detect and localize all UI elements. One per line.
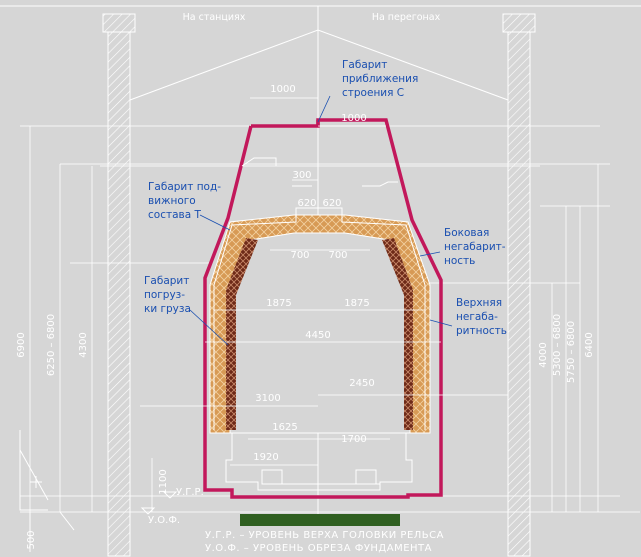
svg-text:приближения: приближения: [342, 73, 418, 85]
dim-6250-6800: 6250 – 6800: [46, 314, 57, 376]
level-ugr: У.Г.Р.: [176, 487, 204, 498]
dim-1700: 1700: [341, 434, 366, 445]
dim-1000-left: 1000: [270, 84, 295, 95]
svg-text:вижного: вижного: [148, 195, 196, 207]
dim-500: 500: [26, 530, 37, 549]
svg-text:состава Т: состава Т: [148, 209, 201, 221]
envelope-c: [203, 118, 443, 499]
dim-1875-left: 1875: [266, 298, 291, 309]
note-gabarit-load: Габарит погруз- ки груза: [144, 275, 191, 315]
bogie: [225, 433, 413, 491]
vertical-dimension-lines: [29, 126, 599, 512]
platform-edges: [241, 157, 398, 187]
dim-1625: 1625: [272, 422, 297, 433]
horizontal-dims: [140, 97, 508, 466]
foundation-strip: [240, 514, 400, 526]
dim-4000: 4000: [538, 342, 549, 367]
dim-4450: 4450: [305, 330, 330, 341]
note-top-excess: Верхняя негаба- ритность: [456, 297, 507, 337]
dim-1920: 1920: [253, 452, 278, 463]
dim-1100: 1100: [158, 469, 169, 494]
svg-text:строения С: строения С: [342, 87, 404, 99]
level-markers: [140, 491, 178, 515]
dim-620-left: 620: [297, 198, 316, 209]
svg-text:ритность: ритность: [456, 325, 507, 337]
note-leaders: [189, 95, 453, 346]
svg-text:Габарит: Габарит: [342, 59, 387, 71]
note-gabarit-c: Габарит приближения строения С: [342, 59, 418, 99]
note-side-excess: Боковая негабарит- ность: [444, 227, 506, 267]
svg-text:ки груза: ки груза: [144, 303, 191, 315]
dim-1000-right: 1000: [341, 113, 366, 124]
station-roof: [129, 29, 509, 101]
header-stations: На станциях: [183, 12, 246, 23]
dim-5300-6800: 5300 – 6800: [552, 314, 563, 376]
note-gabarit-t: Габарит под- вижного состава Т: [148, 181, 221, 221]
svg-text:негаба-: негаба-: [456, 311, 498, 323]
ground-symbol: [19, 430, 75, 552]
svg-text:Боковая: Боковая: [444, 227, 489, 239]
dim-6900: 6900: [16, 332, 27, 357]
dim-700-left: 700: [290, 250, 309, 261]
svg-text:ность: ность: [444, 255, 475, 267]
dim-620-right: 620: [322, 198, 341, 209]
legend-ugr: У.Г.Р. – УРОВЕНЬ ВЕРХА ГОЛОВКИ РЕЛЬСА: [205, 530, 444, 541]
dim-5750-6800: 5750 – 6800: [566, 321, 577, 383]
dim-4300: 4300: [78, 332, 89, 357]
svg-text:Габарит: Габарит: [144, 275, 189, 287]
dim-1875-right: 1875: [344, 298, 369, 309]
right-column: [502, 13, 536, 557]
dim-6400: 6400: [584, 332, 595, 357]
svg-text:Габарит под-: Габарит под-: [148, 181, 221, 193]
header-hauls: На перегонах: [372, 12, 441, 23]
legend-uof: У.О.Ф. – УРОВЕНЬ ОБРЕЗА ФУНДАМЕНТА: [205, 543, 432, 554]
left-column: [102, 13, 136, 557]
level-uof: У.О.Ф.: [148, 515, 180, 526]
dim-300: 300: [292, 170, 311, 181]
svg-text:негабарит-: негабарит-: [444, 241, 506, 253]
dim-2450: 2450: [349, 378, 374, 389]
rolling-stock-gauge-t: [209, 214, 431, 434]
dim-700-right: 700: [328, 250, 347, 261]
svg-text:Верхняя: Верхняя: [456, 297, 502, 309]
dim-3100: 3100: [255, 393, 280, 404]
svg-text:погруз-: погруз-: [144, 289, 185, 301]
